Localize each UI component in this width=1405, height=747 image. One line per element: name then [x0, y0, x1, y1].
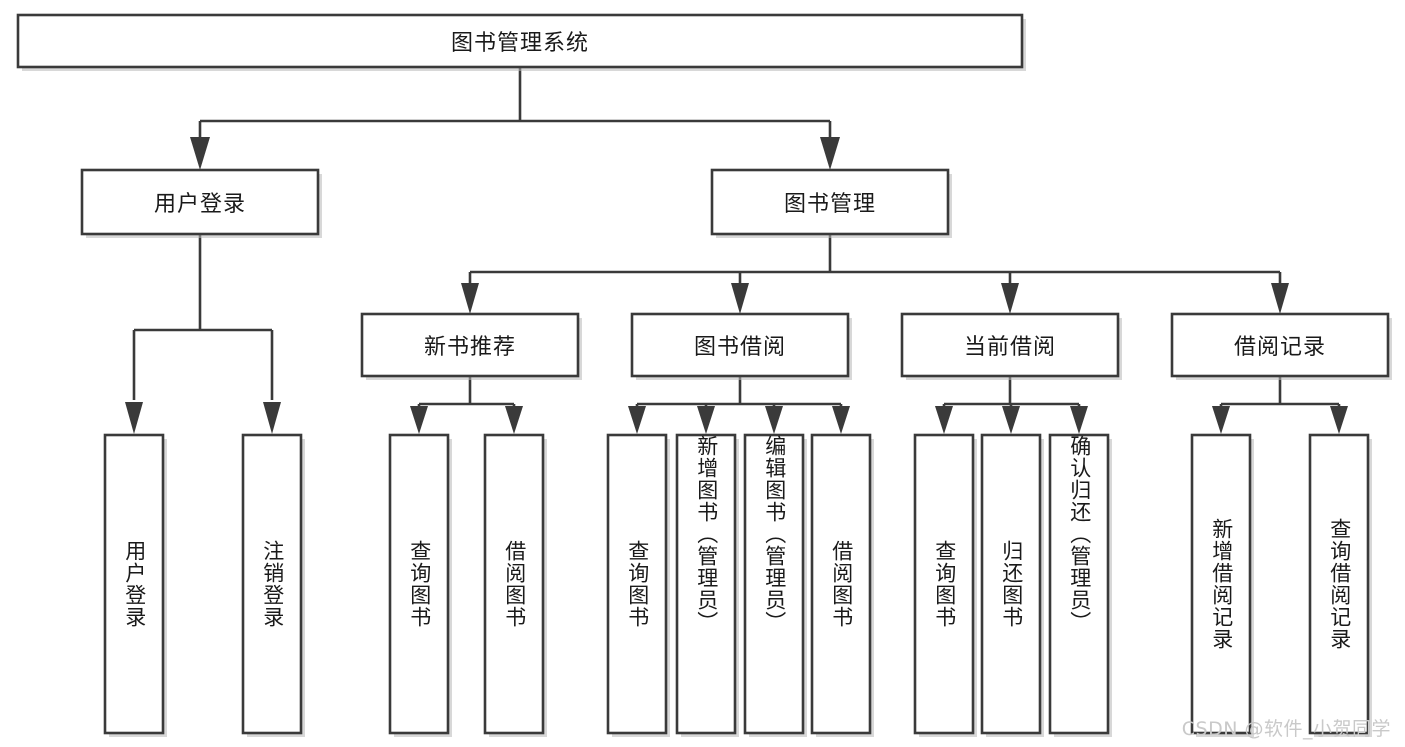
arrow-nb-leaf-2 [505, 406, 523, 434]
node-box-leaf-12[interactable] [1308, 433, 1370, 735]
node-box-leaf-4[interactable] [606, 433, 668, 735]
arrow-to-leaf-logout [263, 402, 281, 434]
arrow-bb-leaf-1 [628, 406, 646, 434]
node-box-borrow-record[interactable] [1170, 312, 1390, 378]
arrow-to-book-mgmt [820, 137, 840, 170]
node-box-leaf-10[interactable] [1048, 433, 1110, 735]
node-box-leaf-7[interactable] [810, 433, 872, 735]
arrow-cb-leaf-2 [1002, 406, 1020, 434]
arrow-bb-leaf-3 [765, 406, 783, 434]
node-box-leaf-1[interactable] [241, 433, 303, 735]
connector-layer [125, 67, 1348, 434]
node-box-leaf-0[interactable] [103, 433, 165, 735]
arrow-bb-leaf-2 [697, 406, 715, 434]
node-box-leaf-8[interactable] [913, 433, 975, 735]
arrow-to-book-borrow [731, 283, 749, 314]
arrow-to-leaf-user-login [125, 402, 143, 434]
node-box-leaf-5[interactable] [675, 433, 737, 735]
node-box-leaf-2[interactable] [388, 433, 450, 735]
node-box-book-borrow[interactable] [630, 312, 850, 378]
arrow-br-leaf-2 [1330, 406, 1348, 434]
node-box-root[interactable] [16, 13, 1024, 69]
arrow-to-user-login [190, 137, 210, 170]
node-box-leaf-11[interactable] [1190, 433, 1252, 735]
arrow-to-new-book-rec [461, 283, 479, 314]
node-box-leaf-6[interactable] [743, 433, 805, 735]
node-box-book-mgmt[interactable] [710, 168, 950, 236]
arrow-br-leaf-1 [1212, 406, 1230, 434]
node-box-new-book-rec[interactable] [360, 312, 580, 378]
node-layer [16, 13, 1392, 737]
node-box-current-borrow[interactable] [900, 312, 1120, 378]
arrow-to-current-borrow [1001, 283, 1019, 314]
arrow-nb-leaf-1 [410, 406, 428, 434]
arrow-bb-leaf-4 [832, 406, 850, 434]
node-box-leaf-3[interactable] [483, 433, 545, 735]
arrow-cb-leaf-3 [1070, 406, 1088, 434]
arrow-cb-leaf-1 [935, 406, 953, 434]
node-box-leaf-9[interactable] [980, 433, 1042, 735]
arrow-to-borrow-record [1271, 283, 1289, 314]
node-box-user-login[interactable] [80, 168, 320, 236]
